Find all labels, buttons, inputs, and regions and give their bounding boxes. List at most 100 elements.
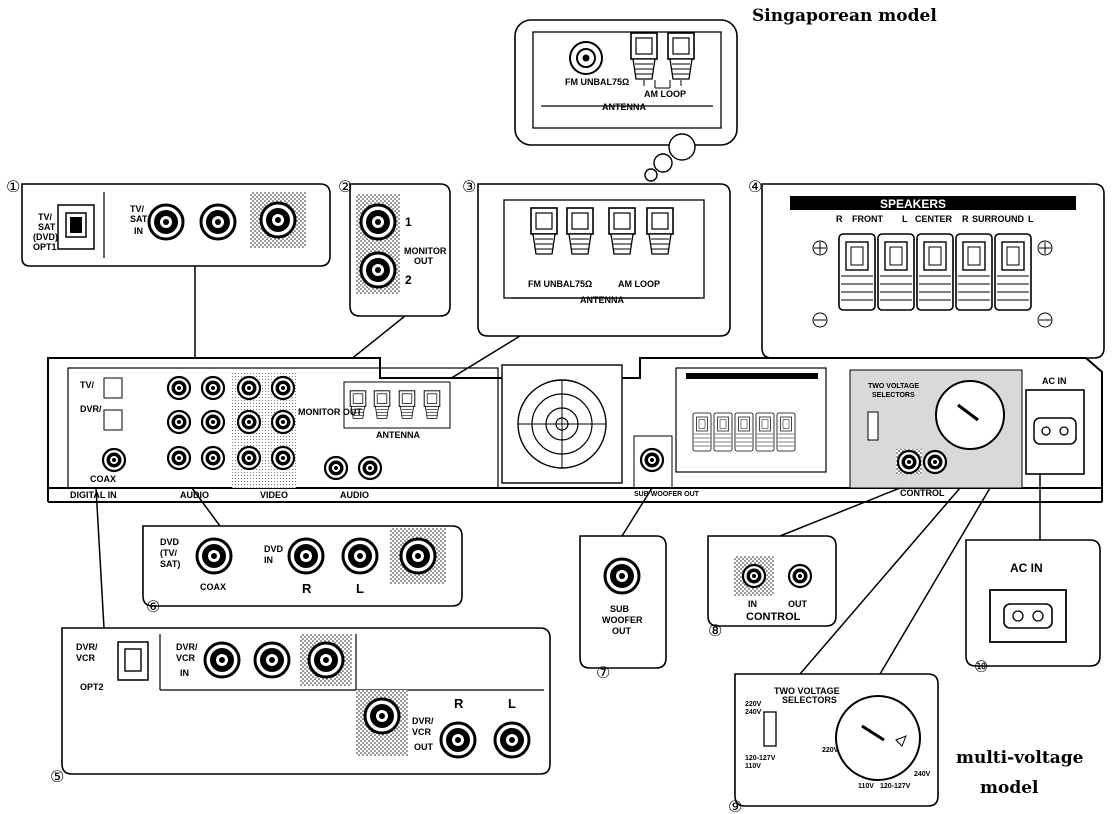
p5-in-2: VCR	[176, 653, 196, 663]
p9-title: TWO VOLTAGE	[774, 686, 840, 696]
p2-monitor: MONITOR	[404, 246, 447, 256]
callout-7-panel	[579, 487, 667, 669]
p4-surround: SURROUND	[972, 214, 1025, 224]
p9-d240: 240V	[914, 771, 931, 778]
callout-10-panel	[965, 474, 1101, 667]
rear-digital-in: DIGITAL IN	[70, 490, 117, 500]
p4-r1: R	[836, 214, 843, 224]
p4-l2: L	[1028, 214, 1034, 224]
p6-l: L	[356, 581, 364, 596]
callout-5-panel	[61, 487, 551, 775]
p5-opt2: OPT2	[80, 682, 104, 692]
p4-r2: R	[962, 214, 969, 224]
p10-title: AC IN	[1010, 561, 1043, 575]
p5-in-3: IN	[180, 668, 189, 678]
callout-8-panel	[707, 487, 901, 627]
callout-number-4: ④	[748, 177, 762, 196]
receiver-rear-panel	[47, 357, 1103, 503]
p6-dvd-3: SAT)	[160, 559, 180, 569]
callout-2-panel	[329, 183, 451, 377]
p4-front: FRONT	[852, 214, 883, 224]
rear-two-voltage: TWO VOLTAGE	[868, 383, 919, 390]
p8-control: CONTROL	[746, 611, 801, 623]
rear-monitor-out: MONITOR OUT	[298, 407, 362, 417]
callout-6-panel	[142, 487, 463, 607]
p1-in-3: IN	[134, 226, 143, 236]
p3-fm: FM UNBAL75Ω	[528, 279, 592, 289]
p6-coax: COAX	[200, 582, 226, 592]
sg-am-label: AM LOOP	[644, 89, 686, 99]
sg-antenna-label: ANTENNA	[602, 102, 646, 112]
p2-two: 2	[405, 273, 412, 287]
multivoltage-caption-2: model	[980, 778, 1039, 798]
rear-video: VIDEO	[260, 490, 288, 500]
rear-subwoofer: SUB WOOFER OUT	[634, 491, 700, 498]
p5-out-2: VCR	[412, 727, 432, 737]
callout-number-10: ⑩	[974, 657, 988, 676]
p8-out: OUT	[788, 599, 808, 609]
callout-number-7: ⑦	[596, 663, 610, 682]
p5-out-3: OUT	[414, 742, 434, 752]
p2-out: OUT	[414, 256, 434, 266]
p5-dvrvcr-1: DVR/	[76, 642, 98, 652]
p9-v110: 110V	[745, 763, 761, 770]
rear-tvsat: TV/	[80, 380, 95, 390]
callout-number-1: ①	[6, 177, 20, 196]
p7-woofer: WOOFER	[602, 615, 643, 625]
p9-d120: 120-127V	[880, 783, 911, 790]
p5-in-1: DVR/	[176, 642, 198, 652]
sg-fm-label: FM UNBAL75Ω	[565, 77, 629, 87]
callout-number-5: ⑤	[50, 767, 64, 786]
rear-dvrvcr: DVR/	[80, 404, 102, 414]
rear-audio: AUDIO	[180, 490, 209, 500]
callout-number-3: ③	[462, 177, 476, 196]
rear-ac-in: AC IN	[1042, 376, 1067, 386]
p8-in: IN	[748, 599, 757, 609]
p6-r: R	[302, 581, 312, 596]
p6-dvdin-1: DVD	[264, 544, 284, 554]
p9-v120: 120-127V	[745, 755, 776, 762]
p1-tvsat-1: TV/	[38, 212, 53, 222]
p9-d220: 220V	[822, 747, 839, 754]
callout-1-panel	[21, 183, 331, 376]
p1-in-2: SAT	[130, 214, 148, 224]
callout-number-9: ⑨	[728, 797, 742, 814]
singaporean-antenna-panel	[514, 19, 738, 182]
p1-tvsat-4: OPT1	[33, 242, 57, 252]
rear-audio2: AUDIO	[340, 490, 369, 500]
p5-dvrvcr-2: VCR	[76, 653, 96, 663]
p6-dvdin-2: IN	[264, 555, 273, 565]
callout-number-8: ⑧	[708, 621, 722, 640]
p7-out: OUT	[612, 626, 632, 636]
p4-speakers: SPEAKERS	[880, 197, 946, 211]
p1-in-1: TV/	[130, 204, 145, 214]
p1-tvsat-3: (DVD)	[33, 232, 58, 242]
callout-3-panel	[439, 183, 731, 386]
p4-center: CENTER	[915, 214, 953, 224]
rear-control: CONTROL	[900, 488, 945, 498]
p4-l1: L	[902, 214, 908, 224]
callout-number-6: ⑥	[146, 597, 160, 616]
p5-l: L	[508, 696, 516, 711]
rear-coax: COAX	[90, 474, 116, 484]
p7-sub: SUB	[610, 604, 630, 614]
callout-4-panel	[761, 183, 1105, 373]
p5-out-1: DVR/	[412, 716, 434, 726]
callout-9-panel	[734, 487, 991, 807]
singaporean-caption: Singaporean model	[752, 6, 937, 26]
p1-tvsat-2: SAT	[38, 222, 56, 232]
p2-one: 1	[405, 215, 412, 229]
p9-subtitle: SELECTORS	[782, 695, 837, 705]
callout-number-2: ②	[338, 177, 352, 196]
p9-v220a: 220V	[745, 701, 762, 708]
rear-selectors: SELECTORS	[872, 392, 915, 399]
p3-antenna: ANTENNA	[580, 295, 624, 305]
p5-r: R	[454, 696, 464, 711]
rear-antenna: ANTENNA	[376, 430, 420, 440]
p3-am: AM LOOP	[618, 279, 660, 289]
p9-d110: 110V	[858, 783, 874, 790]
multivoltage-caption-1: multi-voltage	[956, 748, 1084, 768]
p6-dvd-1: DVD	[160, 537, 180, 547]
p6-dvd-2: (TV/	[160, 548, 177, 558]
